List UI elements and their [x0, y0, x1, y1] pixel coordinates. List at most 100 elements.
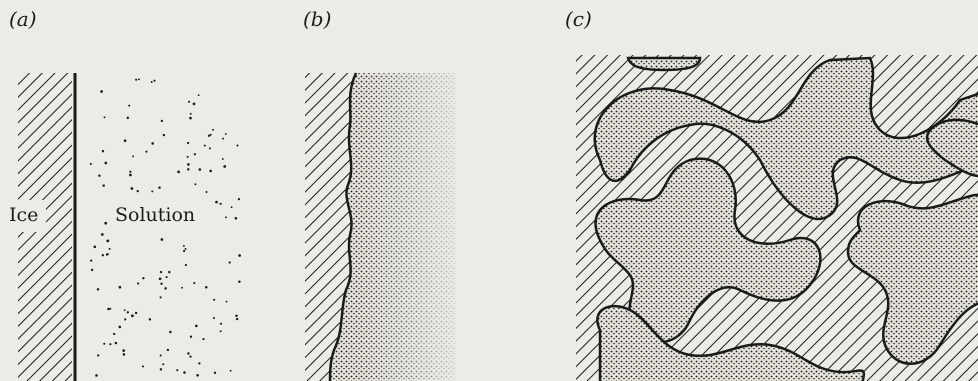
solution-dot: [187, 142, 189, 144]
solution-dot: [151, 190, 153, 192]
solution-dot: [160, 271, 162, 273]
solution-dot: [202, 338, 204, 340]
solution-dot: [161, 238, 164, 241]
solution-dot: [198, 94, 200, 96]
solution-dot: [222, 158, 224, 160]
solution-label: Solution: [115, 204, 195, 226]
solution-dot: [238, 198, 240, 200]
solution-dot: [225, 133, 227, 135]
solution-dot: [193, 282, 195, 284]
solution-dot: [159, 277, 162, 280]
solution-dot: [181, 287, 183, 289]
solution-dot: [113, 333, 115, 335]
solution-dot: [103, 343, 105, 345]
solution-dot: [223, 165, 226, 168]
solution-dot: [160, 354, 162, 356]
surface-stub: [628, 58, 700, 70]
solution-dot: [209, 170, 212, 173]
solution-dot: [127, 117, 129, 119]
solution-dot: [160, 368, 162, 370]
solution-dot: [100, 90, 103, 93]
solution-dot: [104, 162, 107, 165]
solution-dot: [215, 201, 218, 204]
solution-dot: [176, 369, 178, 371]
solution-dot: [97, 354, 99, 356]
solution-dot: [183, 371, 186, 374]
solution-dot: [189, 356, 191, 358]
solution-dot: [129, 174, 132, 177]
solution-dot: [145, 151, 147, 153]
solution-dot: [238, 254, 241, 257]
solution-dot: [195, 325, 198, 328]
solution-dot: [119, 286, 122, 289]
solution-dot: [106, 240, 109, 243]
solution-dot: [187, 163, 190, 166]
solution-dot: [109, 248, 111, 250]
solution-dot: [213, 317, 215, 319]
panel-a: [6, 73, 241, 381]
solution-dot: [129, 171, 131, 173]
solution-dot: [205, 286, 208, 289]
solution-dot: [101, 233, 104, 236]
solution-dot: [168, 271, 170, 273]
solution-dot: [135, 312, 137, 314]
solution-dot: [187, 352, 189, 354]
solution-dot: [118, 326, 121, 329]
solution-dot: [238, 281, 240, 283]
solution-dot: [235, 217, 238, 220]
solution-dot: [102, 254, 104, 256]
solution-dot: [104, 222, 107, 225]
solution-dot: [212, 129, 214, 131]
solution-dot: [131, 314, 134, 317]
solution-dot: [185, 248, 187, 250]
solution-dot: [185, 264, 187, 266]
solution-dot: [167, 349, 169, 351]
solution-dot: [132, 155, 134, 157]
solution-dot: [90, 163, 92, 165]
panel-c: [576, 55, 978, 381]
solution-dot: [213, 299, 215, 301]
solution-dot: [102, 150, 104, 152]
solution-dot: [128, 105, 130, 107]
solution-dot: [137, 190, 139, 192]
solution-dot: [90, 260, 92, 262]
solution-dot: [209, 147, 211, 149]
solution-dot: [183, 250, 185, 252]
solution-dot: [220, 330, 222, 332]
solution-dot: [210, 134, 212, 136]
solution-dot: [231, 206, 233, 208]
solution-dot: [205, 191, 207, 193]
solution-dot: [107, 308, 110, 311]
solution-dot: [198, 362, 200, 364]
solution-dot: [214, 372, 216, 374]
solution-dot: [219, 203, 221, 205]
solution-dot: [123, 353, 126, 356]
solution-dot: [97, 288, 99, 290]
solution-dot: [189, 117, 192, 120]
solution-dot: [122, 349, 125, 352]
solution-dot: [102, 184, 104, 186]
solution-dot: [225, 216, 227, 218]
solution-dot: [142, 365, 144, 367]
solution-dot: [194, 183, 196, 185]
solution-dot: [158, 186, 161, 189]
solution-dot: [163, 134, 165, 136]
solution-dot: [235, 315, 238, 318]
stipple-fade: [356, 73, 458, 381]
solution-dot: [109, 343, 111, 345]
solution-dot: [198, 168, 201, 171]
solution-dot: [190, 336, 192, 338]
solution-dot: [109, 308, 111, 310]
solution-dot: [194, 153, 196, 155]
solution-dot: [164, 287, 167, 290]
solution-dot: [177, 171, 180, 174]
solution-dot: [149, 318, 151, 320]
solution-dot: [169, 331, 172, 334]
solution-dot: [104, 116, 106, 118]
solution-dot: [160, 296, 162, 298]
panel-label-b: (b): [303, 7, 331, 31]
solution-dot: [187, 156, 189, 158]
ice-label: Ice: [9, 204, 38, 226]
solution-dot: [98, 174, 100, 176]
